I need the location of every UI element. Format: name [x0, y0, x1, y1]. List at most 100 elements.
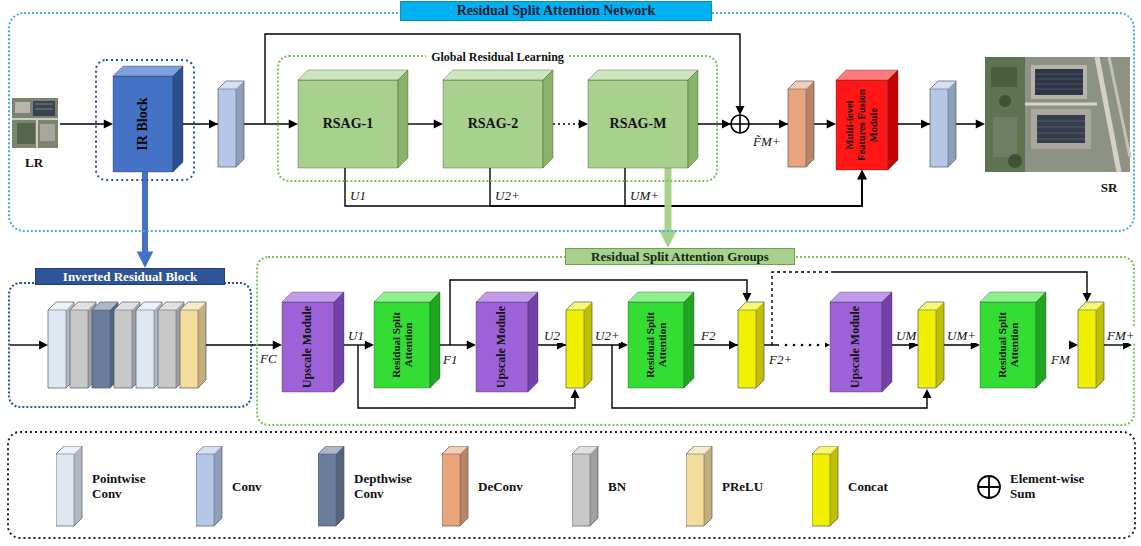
inverted-residual-panel: Inverted Residual Block: [8, 268, 252, 408]
ellipsis: [779, 339, 825, 351]
upscale-module-label: Upscale Module: [282, 302, 334, 392]
arrowhead: [39, 341, 48, 350]
signal-label: F2+: [768, 352, 793, 367]
legend-text-holder: PReLU: [722, 446, 782, 528]
signal-label: U1: [349, 188, 367, 203]
concat-slab: [1078, 302, 1104, 388]
legend-swatch: [442, 446, 470, 528]
lr-picture: [12, 98, 58, 148]
split-attention-box-label: Residual Split Attention: [374, 302, 430, 388]
arrowhead: [1083, 293, 1092, 302]
legend-text-holder: Concat: [848, 446, 910, 528]
arrowhead: [857, 170, 866, 179]
connector: [659, 168, 677, 248]
connector-line: [60, 123, 107, 124]
connector-line: [665, 168, 672, 235]
arrowhead: [722, 120, 731, 129]
block-face: Residual Split Attention: [628, 302, 684, 388]
split-attention-box: Residual Split Attention: [628, 292, 694, 388]
rsag-box-label: RSAG-2: [443, 80, 543, 168]
conv-slab: [930, 81, 956, 167]
signal-label: F2: [700, 328, 716, 343]
arrowhead: [857, 170, 866, 179]
block-face: Upscale Module: [476, 302, 528, 392]
block-face: Residual Split Attention: [980, 302, 1036, 388]
connector-line: [625, 168, 862, 206]
rsag-box: RSAG-1: [298, 70, 408, 168]
legend-text: Depthwise Conv: [354, 472, 426, 502]
image-caption-holder: SR: [1089, 179, 1129, 197]
signal-label-holder: UM: [895, 326, 917, 344]
signal-label-holder: F̃M+: [752, 132, 782, 150]
panel-header: Inverted Residual Block: [35, 268, 225, 285]
panel-header: Residual Split Attention Groups: [565, 248, 795, 265]
arrowhead: [736, 106, 745, 115]
rsag-box-label: RSAG-1: [298, 80, 398, 168]
legend-swatch: [686, 446, 714, 528]
signal-label: U2: [543, 328, 561, 343]
split-attention-box-label: Residual Split Attention: [628, 302, 684, 388]
arrowhead: [579, 119, 588, 128]
image-caption-holder: LR: [10, 154, 58, 172]
signal-label-holder: FC: [259, 349, 278, 367]
signal-label: UM+: [946, 328, 977, 343]
legend-text-holder: Element-wise Sum: [1010, 446, 1102, 528]
legend-symbol: [976, 474, 1002, 500]
prelu-slab: [180, 302, 206, 388]
block-face: Upscale Module: [830, 302, 882, 392]
signal-label-holder: FM: [1050, 350, 1071, 368]
global-residual-group: Global Residual LearningRSAG-1RSAG-2RSAG…: [277, 55, 718, 182]
split-attention-box-label: Residual Split Attention: [980, 302, 1036, 388]
rsag-box: RSAG-2: [443, 70, 553, 168]
connector: [440, 340, 476, 349]
connector: [625, 168, 867, 206]
arrowhead: [434, 119, 443, 128]
concat-slab: [918, 302, 944, 388]
signal-label-holder: UM+: [946, 326, 977, 344]
network-title: Residual Split Attention Network: [401, 2, 711, 20]
split-attention-box: Residual Split Attention: [980, 292, 1046, 388]
fusion-module: Multi-level Features Fusion Module: [836, 70, 898, 170]
block-face: IR Block: [113, 76, 173, 172]
arrowhead: [571, 389, 580, 398]
output-line: [1104, 344, 1124, 345]
arrowhead: [743, 293, 752, 302]
arrowhead: [1069, 341, 1078, 350]
ir-container: [96, 60, 194, 180]
arrowhead: [857, 170, 866, 179]
signal-label-holder: U2+: [594, 326, 621, 344]
legend-frame: [8, 432, 1135, 538]
signal-label: U1: [347, 328, 365, 343]
group-label-holder: Global Residual Learning: [277, 47, 718, 63]
signal-label: U2+: [494, 188, 521, 203]
signal-label-holder: F1: [442, 350, 458, 368]
skip-line: [772, 272, 832, 345]
legend-text-holder: BN: [608, 446, 642, 528]
arrowhead: [137, 251, 154, 268]
legend-text-holder: Pointwise Conv: [92, 446, 158, 528]
connector: [408, 119, 443, 128]
signal-label: U2+: [594, 328, 621, 343]
title-banner: Residual Split Attention Network: [400, 1, 712, 21]
connector-line: [345, 168, 862, 206]
connector-line: [440, 344, 470, 345]
concat-slab: [738, 302, 764, 388]
legend-text: Element-wise Sum: [1010, 472, 1102, 502]
panel-outline: [8, 282, 252, 408]
panel-title: Inverted Residual Block: [36, 269, 224, 284]
arrowhead: [467, 340, 476, 349]
connector-line: [408, 123, 437, 124]
signal-label: FC: [259, 351, 278, 366]
connector: [137, 172, 154, 268]
legend-swatch: [572, 446, 600, 528]
signal-label: FM+: [1106, 328, 1136, 343]
connector: [553, 119, 588, 128]
signal-label: F1: [442, 352, 458, 367]
signal-label-holder: F2+: [768, 350, 793, 368]
arrowhead: [827, 119, 836, 128]
arrowhead: [923, 389, 932, 398]
image-caption: SR: [1089, 179, 1129, 197]
arrowhead: [976, 119, 985, 128]
arrowhead: [779, 120, 788, 129]
